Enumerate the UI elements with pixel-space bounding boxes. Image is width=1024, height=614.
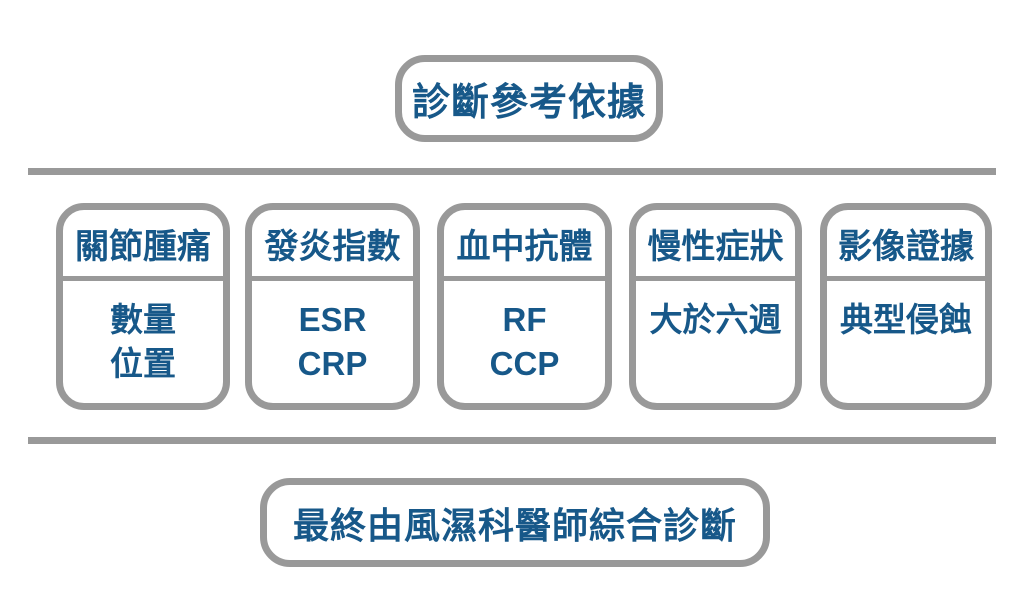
card-line: RF bbox=[502, 301, 547, 338]
card-divider bbox=[63, 276, 223, 281]
criteria-card-imaging-evidence: 影像證據 典型侵蝕 bbox=[820, 203, 992, 410]
card-body: RF CCP bbox=[444, 281, 605, 403]
card-header: 血中抗體 bbox=[456, 227, 593, 266]
criteria-card-chronic-symptoms: 慢性症狀 大於六週 bbox=[629, 203, 802, 410]
bottom-divider-line bbox=[28, 437, 996, 444]
card-line: 位置 bbox=[110, 345, 176, 382]
card-line: 大於六週 bbox=[649, 301, 782, 338]
top-divider-line bbox=[28, 168, 996, 175]
footer-box: 最終由風濕科醫師綜合診斷 bbox=[260, 478, 770, 567]
card-divider bbox=[827, 276, 985, 281]
card-body: 數量 位置 bbox=[63, 281, 223, 403]
card-header: 慢性症狀 bbox=[647, 227, 784, 266]
card-line: 數量 bbox=[110, 301, 176, 338]
criteria-card-joint-swelling: 關節腫痛 數量 位置 bbox=[56, 203, 230, 410]
card-line: CRP bbox=[297, 345, 368, 382]
criteria-card-blood-antibodies: 血中抗體 RF CCP bbox=[437, 203, 612, 410]
card-header: 影像證據 bbox=[838, 227, 974, 266]
card-body: 典型侵蝕 bbox=[827, 281, 985, 403]
card-divider bbox=[252, 276, 413, 281]
card-divider bbox=[636, 276, 795, 281]
card-line: ESR bbox=[298, 301, 367, 338]
card-line: 典型侵蝕 bbox=[840, 301, 972, 338]
card-line: CCP bbox=[489, 345, 560, 382]
card-divider bbox=[444, 276, 605, 281]
card-body: 大於六週 bbox=[636, 281, 795, 403]
criteria-card-inflammation-index: 發炎指數 ESR CRP bbox=[245, 203, 420, 410]
diagram-title: 診斷參考依據 bbox=[411, 82, 646, 124]
card-header: 關節腫痛 bbox=[75, 227, 211, 266]
title-box: 診斷參考依據 bbox=[395, 55, 663, 142]
card-header: 發炎指數 bbox=[264, 227, 401, 266]
card-body: ESR CRP bbox=[252, 281, 413, 403]
diagram-footer: 最終由風濕科醫師綜合診斷 bbox=[292, 504, 737, 546]
